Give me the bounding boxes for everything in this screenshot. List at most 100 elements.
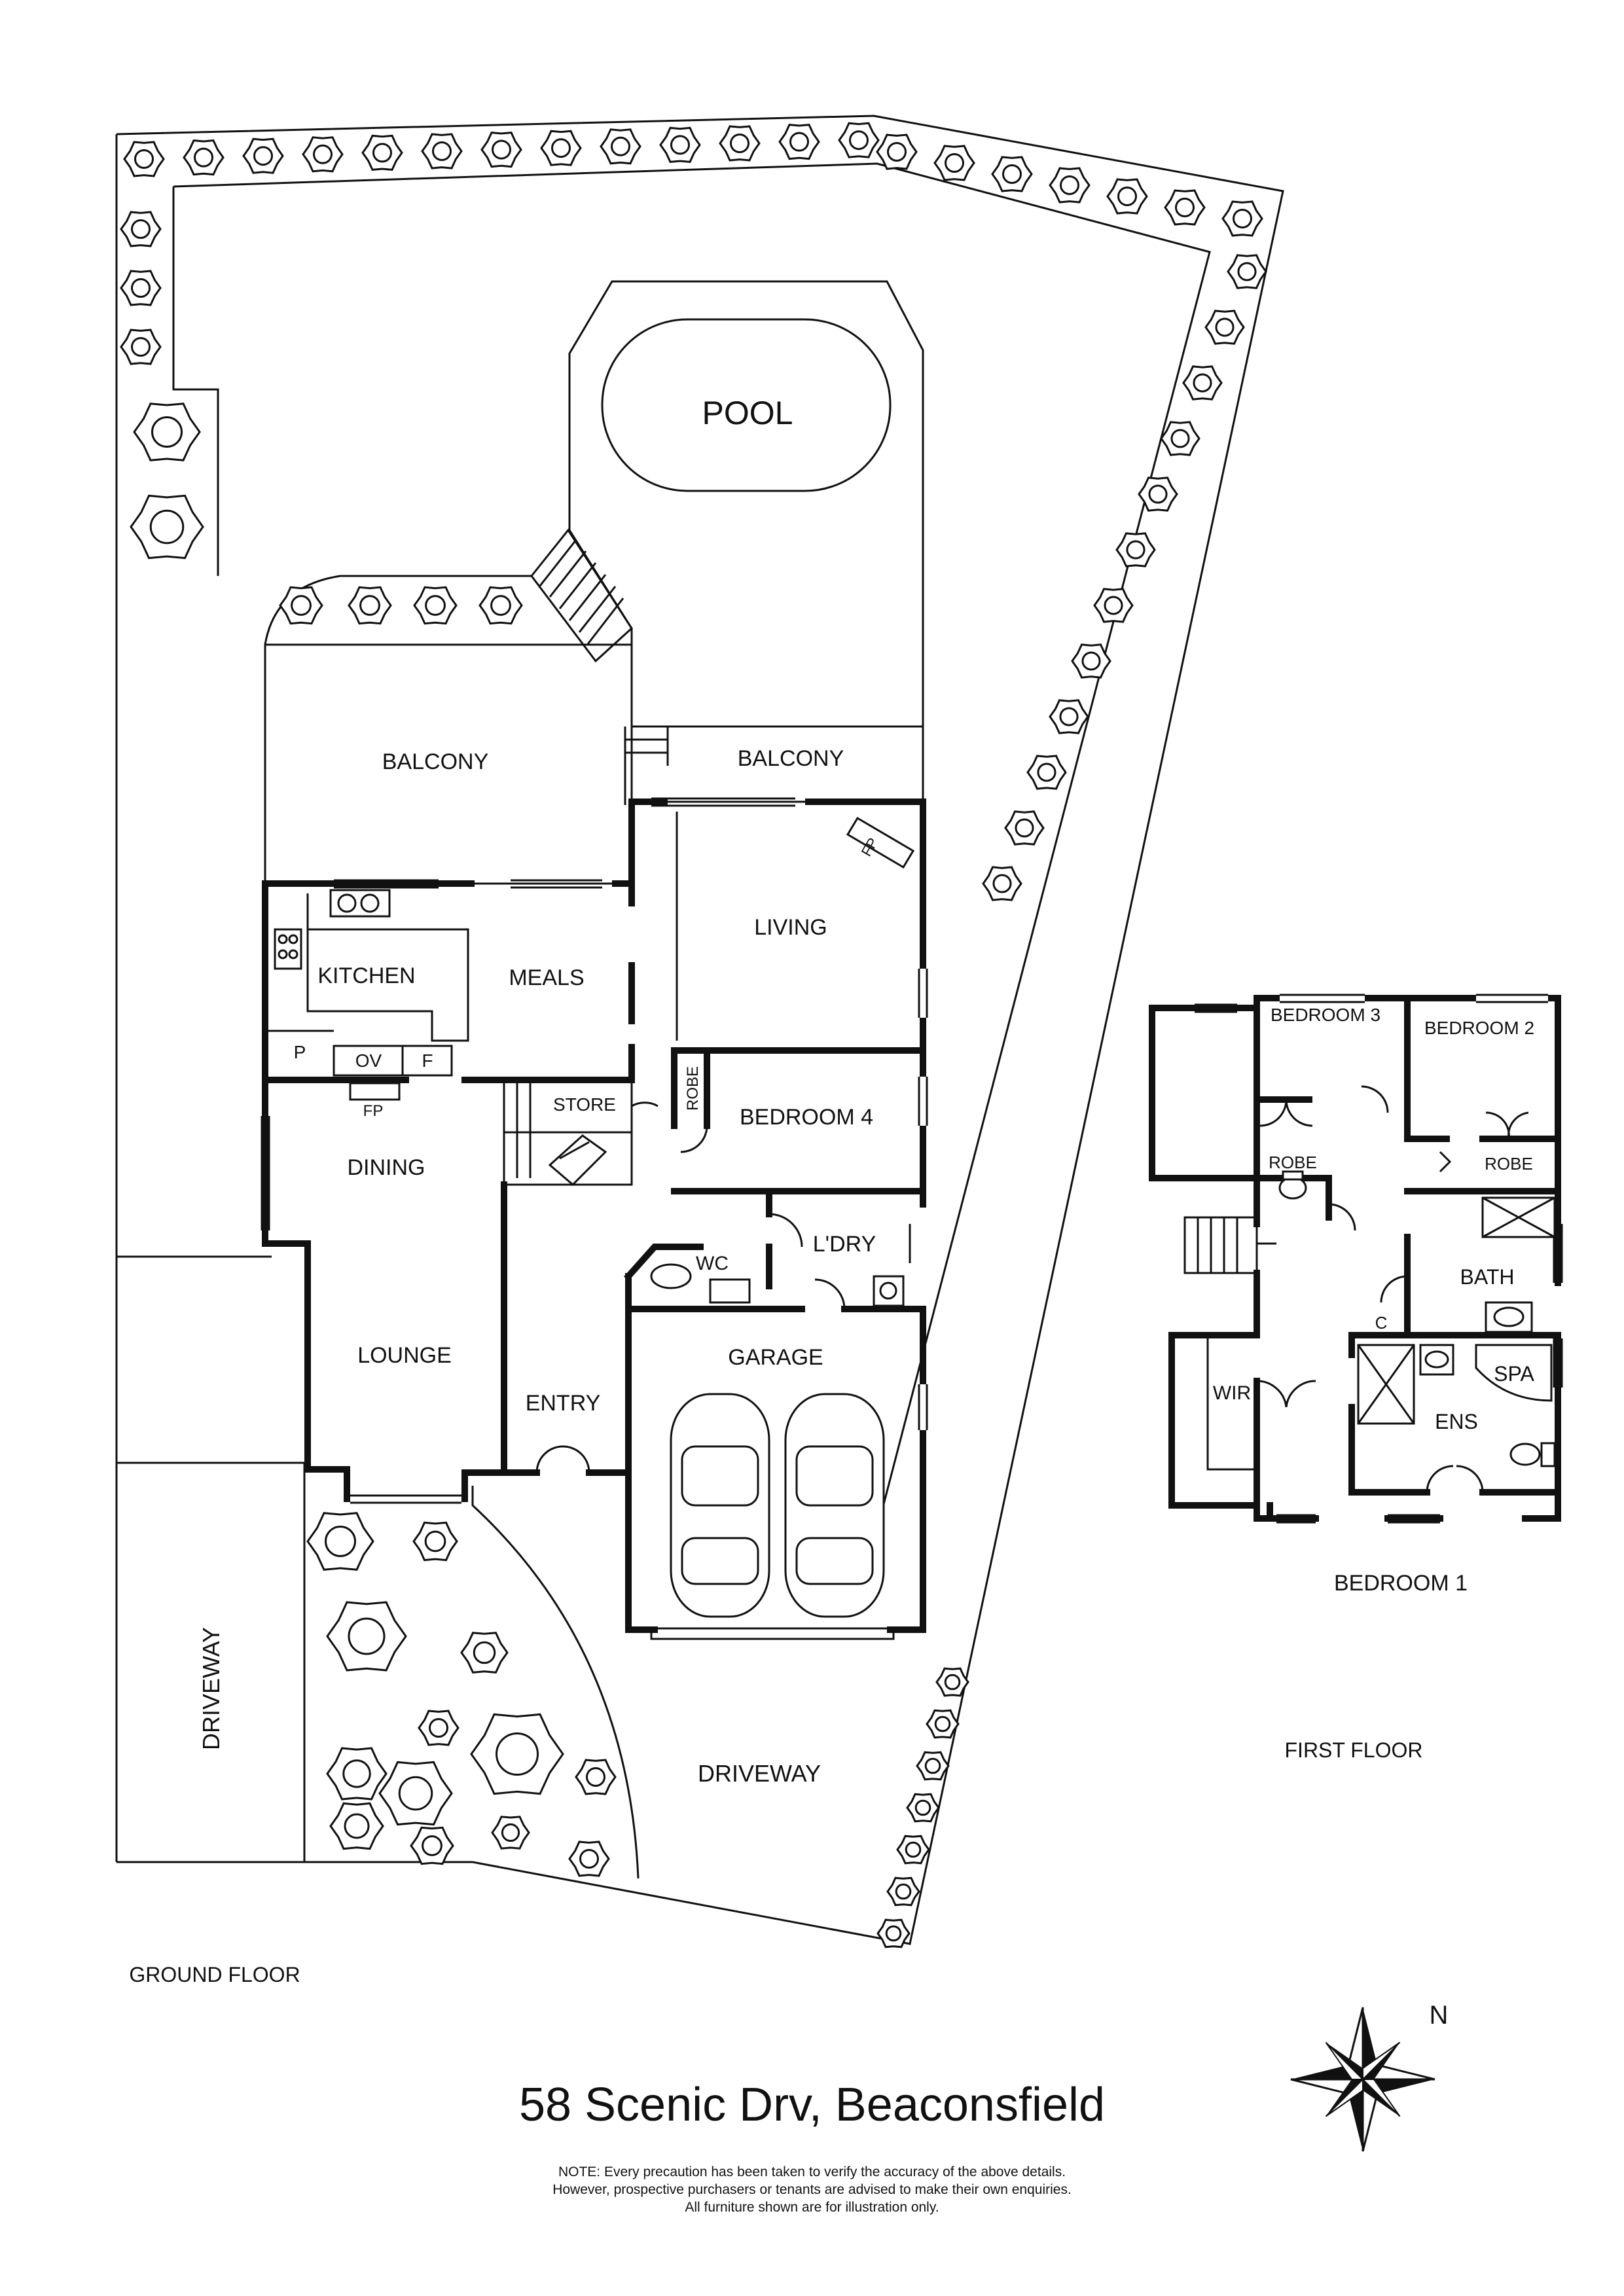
dining-label: DINING: [348, 1155, 425, 1180]
first-floor-label: FIRST FLOOR: [1285, 1738, 1423, 1762]
tree-icon: [133, 403, 201, 461]
tree-icon: [876, 134, 918, 170]
tree-icon: [896, 1835, 930, 1865]
tree-icon: [480, 132, 522, 168]
fridge-label: F: [422, 1050, 433, 1071]
tree-icon: [991, 156, 1033, 192]
tree-icon: [120, 270, 162, 306]
pantry-label: P: [294, 1042, 306, 1062]
tree-icon: [1227, 254, 1267, 289]
tree-icon: [329, 1802, 384, 1850]
first-floor-fixtures: [1183, 994, 1563, 1524]
tree-icon: [1115, 532, 1156, 567]
tree-icon: [1164, 189, 1206, 226]
tree-icon: [361, 134, 403, 171]
bedroom3-label: BEDROOM 3: [1271, 1005, 1380, 1025]
tree-icon: [568, 1840, 610, 1877]
windows: [261, 797, 928, 1504]
tree-icon: [421, 133, 463, 170]
tree-icon: [413, 586, 458, 625]
ensuite-label: ENS: [1435, 1410, 1478, 1433]
tree-icon: [600, 128, 641, 165]
meals-label: MEALS: [509, 965, 584, 990]
tree-icon: [348, 586, 392, 625]
tree-icon: [982, 866, 1022, 901]
tree-icon: [410, 1826, 454, 1865]
tree-icon: [933, 145, 975, 181]
bedroom4-label: BEDROOM 4: [740, 1105, 873, 1130]
robe-bedroom2-label: ROBE: [1485, 1154, 1533, 1174]
tree-icon: [1106, 178, 1148, 215]
store-label: STORE: [553, 1094, 616, 1115]
tree-icon: [326, 1601, 407, 1672]
robe-ground-label: ROBE: [684, 1066, 702, 1111]
tree-icon: [876, 1918, 911, 1948]
tree-icon: [478, 586, 523, 625]
fireplace-dining-label: FP: [363, 1102, 384, 1120]
tree-icon: [1204, 310, 1245, 345]
pool-area: [264, 280, 924, 728]
driveway-front-label: DRIVEWAY: [698, 1760, 821, 1787]
tree-icon: [1071, 643, 1111, 679]
entry-label: ENTRY: [526, 1391, 601, 1416]
ground-floor-fixtures: [268, 816, 915, 1473]
tree-icon: [540, 130, 582, 166]
ground-floor-label: GROUND FLOOR: [129, 1963, 300, 1986]
bedroom2-label: BEDROOM 2: [1424, 1018, 1534, 1038]
driveway-side-label: DRIVEWAY: [198, 1627, 225, 1750]
car-icons: [670, 1393, 885, 1618]
pool-label: POOL: [702, 395, 793, 431]
tree-icon: [1004, 810, 1045, 846]
north-arrow-icon: [1290, 2007, 1435, 2152]
garage-label: GARAGE: [728, 1345, 823, 1370]
tree-icon: [778, 124, 820, 160]
pool-steps: [530, 528, 633, 663]
tree-icon: [916, 1751, 950, 1781]
tree-icon: [460, 1632, 509, 1674]
tree-icon: [242, 137, 284, 174]
wir-label: WIR: [1213, 1382, 1251, 1404]
car-icon: [670, 1393, 770, 1618]
property-address: 58 Scenic Drv, Beaconsfield: [518, 2079, 1106, 2131]
tree-icon: [470, 1713, 564, 1795]
tree-icon: [326, 1747, 388, 1801]
disclaimer-note: NOTE: Every precaution has been taken to…: [0, 2163, 1624, 2216]
tree-icon: [183, 139, 225, 176]
ground-floor-walls: [262, 643, 926, 1640]
site-boundary: [115, 115, 1284, 1945]
tree-icon: [123, 141, 165, 177]
lounge-label: LOUNGE: [357, 1343, 452, 1368]
tree-icon: [1138, 476, 1178, 512]
tree-icon: [302, 136, 344, 173]
room-labels: POOL BALCONY BALCONY KITCHEN MEALS LIVIN…: [129, 395, 1534, 2030]
tree-icon: [906, 1793, 940, 1823]
laundry-label: L'DRY: [813, 1232, 876, 1257]
tree-icons: [120, 122, 1267, 1948]
bedroom1-label: BEDROOM 1: [1334, 1571, 1468, 1596]
tree-icon: [719, 125, 761, 162]
tree-icon: [886, 1876, 920, 1907]
balcony-west-label: BALCONY: [382, 749, 489, 774]
tree-icon: [659, 126, 701, 163]
tree-icon: [130, 494, 204, 560]
tree-icon: [418, 1710, 460, 1746]
tree-icon: [120, 211, 162, 247]
tree-icon: [412, 1521, 458, 1562]
tree-icon: [1221, 200, 1263, 237]
robe-bedroom3-label: ROBE: [1269, 1153, 1317, 1172]
tree-icon: [120, 329, 162, 365]
tree-icon: [1049, 167, 1091, 204]
tree-icon: [1049, 699, 1089, 734]
tree-icon: [1093, 588, 1134, 623]
tree-icon: [838, 122, 880, 158]
tree-icon: [1026, 755, 1067, 790]
compass-north-label: N: [1430, 2001, 1449, 2030]
note-line: All furniture shown are for illustration…: [685, 2200, 939, 2215]
car-icon: [784, 1393, 885, 1618]
tree-icon: [306, 1512, 374, 1571]
tree-icon: [926, 1709, 960, 1739]
wc-label: WC: [696, 1253, 729, 1274]
tree-icon: [1182, 365, 1223, 401]
cupboard-label: C: [1375, 1313, 1388, 1333]
